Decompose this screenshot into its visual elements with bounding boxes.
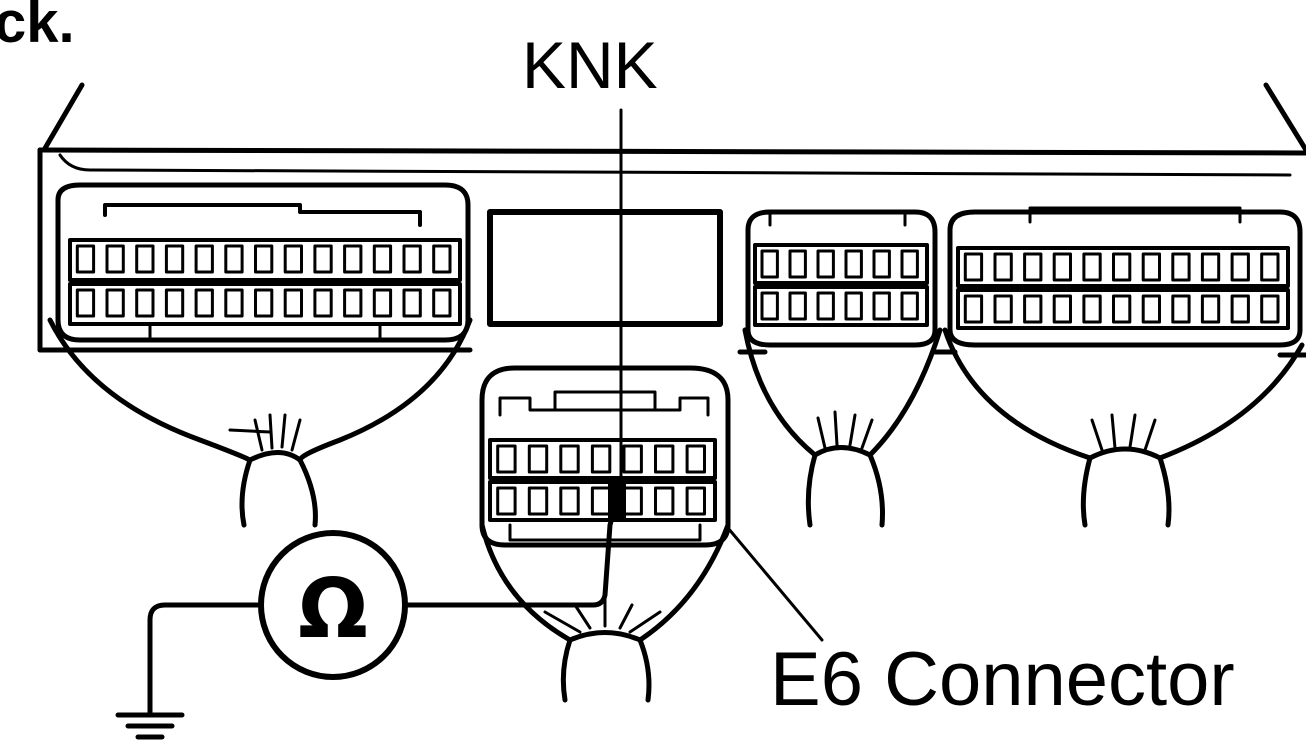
ecu-inner-rim [58, 153, 1292, 177]
connector-pin [760, 291, 779, 321]
connector-pin [1230, 294, 1250, 324]
connector-pin [1260, 294, 1280, 324]
connector-pin [283, 288, 304, 318]
connector-pin [900, 249, 919, 279]
connector-pin [816, 291, 835, 321]
connector-pin [816, 249, 835, 279]
connector-pin [1052, 252, 1072, 282]
connector-pin [372, 288, 393, 318]
knk-terminal-label: KNK [522, 28, 658, 102]
connector-pin [75, 244, 96, 274]
connector-pin [654, 444, 675, 474]
connector-pin [1200, 294, 1221, 324]
connector-pin [1171, 252, 1191, 282]
ohmmeter-symbol: Ω [298, 562, 368, 657]
ecu-label-window [487, 209, 723, 327]
connector-pin [590, 444, 612, 474]
top-left-text: ck. [0, 0, 75, 55]
probe-wire [402, 497, 620, 608]
connector-pin [224, 288, 244, 318]
connector-pin [402, 288, 422, 318]
connector-pin [685, 486, 706, 516]
ground-wire [147, 602, 264, 718]
connector-pin [343, 244, 363, 274]
connector-pin [283, 244, 304, 274]
connector-pin [135, 288, 155, 318]
connector-pin [194, 288, 214, 318]
left-perspective-line [41, 82, 85, 153]
connector-pin [1141, 294, 1161, 324]
connector-pin [993, 252, 1013, 282]
connector-pin [590, 486, 612, 516]
connector-pin [760, 249, 779, 279]
connector-pin [402, 244, 422, 274]
connector-pin [788, 249, 807, 279]
connector-pin [1141, 252, 1161, 282]
connector-pin [527, 444, 549, 474]
ohmmeter-icon: Ω [258, 530, 408, 680]
connector-pin [788, 291, 807, 321]
connector-pin [1200, 252, 1221, 282]
connector-pin [993, 294, 1013, 324]
ground-icon [115, 712, 185, 740]
connector-pin [496, 444, 517, 474]
connector-pin [1023, 294, 1043, 324]
connector-pin [900, 291, 919, 321]
connector-pin [1260, 252, 1280, 282]
connector-right [942, 206, 1305, 528]
connector-pin [654, 486, 675, 516]
connector-pin [75, 288, 96, 318]
connector-pin [164, 288, 185, 318]
connector-pin [194, 244, 214, 274]
connector-pin [622, 486, 643, 516]
connector-pin [963, 252, 984, 282]
connector-pin [432, 288, 452, 318]
connector-pin [872, 249, 891, 279]
connector-e6 [479, 365, 731, 703]
ecu-top-edge [37, 147, 1306, 156]
ecu-bottom-edge [37, 347, 1306, 358]
connector-pin [872, 291, 891, 321]
connector-pin [105, 244, 125, 274]
connector-pin [1082, 294, 1102, 324]
connector-pin [527, 486, 549, 516]
connector-pin [1052, 294, 1072, 324]
connector-pin [1082, 252, 1102, 282]
right-perspective-line [1263, 82, 1306, 153]
connector-pin [685, 444, 706, 474]
connector-pin [496, 486, 517, 516]
connector-pin [372, 244, 393, 274]
connector-pin [1023, 252, 1043, 282]
connector-pin [1112, 252, 1132, 282]
connector-pin [844, 249, 863, 279]
e6-connector-label: E6 Connector [770, 637, 1235, 722]
connector-pin [559, 486, 580, 516]
connector-pin [254, 288, 274, 318]
connector-pin [224, 244, 244, 274]
e6-leader-line [726, 526, 824, 642]
connector-left [47, 182, 473, 528]
connector-pin [105, 288, 125, 318]
connector-pin [844, 291, 863, 321]
connector-pin [313, 288, 333, 318]
connector-pin [164, 244, 185, 274]
connector-pin [1230, 252, 1250, 282]
connector-pin [1112, 294, 1132, 324]
connector-pin [559, 444, 580, 474]
connector-pin [313, 244, 333, 274]
connector-pin [963, 294, 984, 324]
connector-pin [135, 244, 155, 274]
connector-pin [432, 244, 452, 274]
connector-pin [343, 288, 363, 318]
connector-pin [1171, 294, 1191, 324]
connector-middle [742, 209, 943, 528]
connector-pin [622, 444, 643, 474]
connector-pin [254, 244, 274, 274]
